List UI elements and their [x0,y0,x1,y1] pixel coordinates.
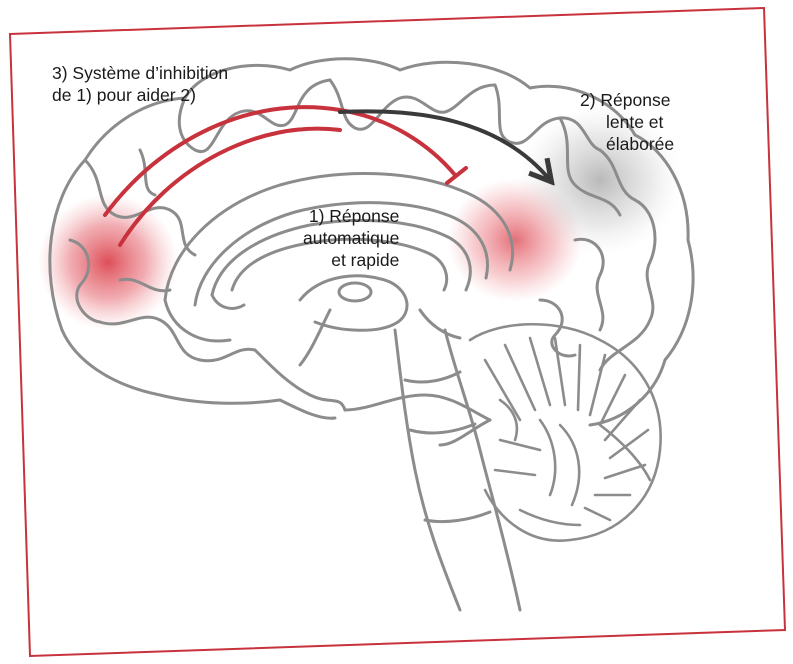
inhibition-arrow-inner [118,126,342,247]
cerebellum [468,322,662,542]
inhibition-bar-end [445,166,468,185]
inhibition-arrow-outer [103,105,457,217]
fast-response-label-line1: 1) Réponse [308,206,400,226]
inhibition-label: 3) Système d’inhibition de 1) pour aider… [52,62,228,106]
slow-response-label-line1: 2) Réponse [580,90,671,110]
inhibition-label-line2: de 1) pour aider 2) [52,85,196,105]
slow-response-label-line3: élaborée [606,134,675,154]
slow-response-arrow [338,109,550,180]
slow-response-label: 2) Réponse lente et élaborée [580,89,674,155]
fast-response-label: 1) Réponse automatique et rapide [303,205,399,271]
cortex-highlight [518,105,682,255]
prefrontal-highlight [38,194,178,330]
brain-outline [48,57,695,612]
slow-response-label-line2: lente et [606,112,664,132]
fast-response-label-line3: et rapide [331,250,400,270]
inhibition-label-line1: 3) Système d’inhibition [52,63,229,83]
fast-response-label-line2: automatique [303,228,400,248]
